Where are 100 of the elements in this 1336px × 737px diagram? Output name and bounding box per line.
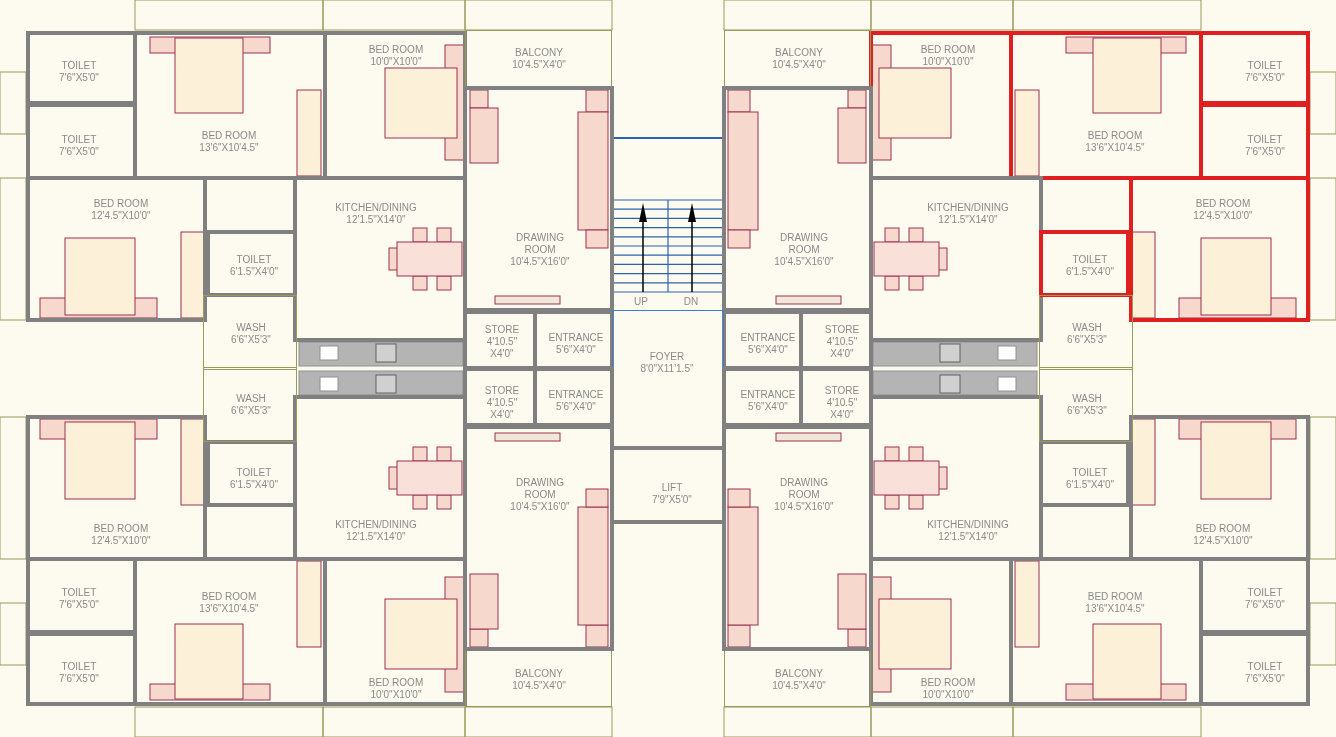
room-name: TOILET: [235, 467, 273, 479]
room-name: BALCONY: [774, 668, 824, 680]
room-dimensions: 10'4.5"X4'0": [772, 680, 826, 692]
room-name: DRAWING ROOM: [515, 477, 565, 501]
room-name: BALCONY: [514, 668, 564, 680]
room-dimensions: 10'4.5"X16'0": [773, 256, 835, 268]
room-name: KITCHEN/DINING: [927, 202, 1009, 214]
room-name: LIFT: [660, 482, 684, 494]
room-dimensions: 10'0"X10'0": [369, 689, 423, 701]
room-dimensions: 10'4.5"X4'0": [772, 59, 826, 71]
room-name: TOILET: [1246, 134, 1284, 146]
room: [203, 367, 297, 442]
room-name: BED ROOM: [368, 44, 424, 56]
room-dimensions: 4'10.5" X4'0": [825, 397, 859, 421]
room-dimensions: 10'4.5"X16'0": [773, 501, 835, 513]
room-name: TOILET: [60, 134, 98, 146]
room-name: WASH: [1071, 322, 1103, 334]
room-dimensions: 8'0"X11'1.5": [640, 363, 694, 375]
room-name: DRAWING ROOM: [515, 232, 565, 256]
room-name: BED ROOM: [1086, 130, 1144, 142]
room-name: TOILET: [60, 60, 98, 72]
room-name: BED ROOM: [920, 44, 976, 56]
room-dimensions: 12'4.5"X10'0": [1193, 535, 1253, 547]
room-dimensions: 7'6"X5'0": [1245, 673, 1285, 685]
room-name: BED ROOM: [368, 677, 424, 689]
room-dimensions: 5'6"X4'0": [747, 401, 789, 413]
room-name: STORE: [484, 385, 520, 397]
room-dimensions: 5'6"X4'0": [747, 344, 789, 356]
room-dimensions: 6'1.5"X4'0": [1065, 266, 1115, 278]
room-dimensions: 5'6"X4'0": [555, 401, 597, 413]
room-name: TOILET: [60, 661, 98, 673]
room-name: WASH: [1071, 393, 1103, 405]
room-name: BED ROOM: [1194, 198, 1252, 210]
stair-direction-label: UP: [634, 295, 648, 307]
room-dimensions: 7'6"X5'0": [59, 146, 99, 158]
room-dimensions: 12'4.5"X10'0": [1193, 210, 1253, 222]
room-dimensions: 4'10.5" X4'0": [825, 336, 859, 360]
room-name: ENTRANCE: [548, 332, 604, 344]
room-name: DRAWING ROOM: [779, 232, 829, 256]
stair-direction-label: DN: [683, 295, 699, 307]
room-name: KITCHEN/DINING: [335, 202, 417, 214]
room-name: BED ROOM: [1194, 523, 1252, 535]
room-dimensions: 13'6"X10'4.5": [1085, 142, 1145, 154]
room-dimensions: 6'6"X5'3": [231, 334, 271, 346]
room-name: FOYER: [648, 351, 686, 363]
room-name: TOILET: [1246, 60, 1284, 72]
room-dimensions: 4'10.5" X4'0": [485, 336, 519, 360]
room-dimensions: 10'4.5"X4'0": [512, 680, 566, 692]
room-name: STORE: [824, 324, 860, 336]
room-dimensions: 4'10.5" X4'0": [485, 397, 519, 421]
room-dimensions: 6'1.5"X4'0": [229, 266, 279, 278]
room-dimensions: 10'0"X10'0": [921, 689, 975, 701]
room-dimensions: 7'6"X5'0": [59, 599, 99, 611]
room-dimensions: 7'6"X5'0": [1245, 599, 1285, 611]
room: [1039, 295, 1133, 370]
room-dimensions: 6'1.5"X4'0": [229, 479, 279, 491]
room-name: TOILET: [1246, 661, 1284, 673]
room-name: BED ROOM: [92, 523, 150, 535]
room-dimensions: 6'1.5"X4'0": [1065, 479, 1115, 491]
room-name: ENTRANCE: [740, 332, 796, 344]
room-dimensions: 5'6"X4'0": [555, 344, 597, 356]
room-name: BALCONY: [774, 47, 824, 59]
room-dimensions: 12'1.5"X14'0": [345, 531, 407, 543]
room-dimensions: 10'4.5"X16'0": [509, 501, 571, 513]
room-dimensions: 12'4.5"X10'0": [91, 535, 151, 547]
room-dimensions: 7'6"X5'0": [59, 72, 99, 84]
room-dimensions: 6'6"X5'3": [1067, 334, 1107, 346]
room-name: STORE: [484, 324, 520, 336]
room-dimensions: 10'4.5"X16'0": [509, 256, 571, 268]
room-dimensions: 10'0"X10'0": [921, 56, 975, 68]
room-dimensions: 10'0"X10'0": [369, 56, 423, 68]
room-dimensions: 13'6"X10'4.5": [199, 603, 259, 615]
room-name: TOILET: [235, 254, 273, 266]
room-name: BALCONY: [514, 47, 564, 59]
room-name: TOILET: [60, 587, 98, 599]
room-name: STORE: [824, 385, 860, 397]
room: [1039, 230, 1130, 297]
room-dimensions: 12'4.5"X10'0": [91, 210, 151, 222]
room-dimensions: 7'9"X5'0": [652, 494, 692, 506]
room-name: TOILET: [1071, 254, 1109, 266]
room-name: BED ROOM: [92, 198, 150, 210]
room-name: TOILET: [1071, 467, 1109, 479]
room-name: KITCHEN/DINING: [927, 519, 1009, 531]
room: [1039, 367, 1133, 442]
room-name: BED ROOM: [200, 130, 258, 142]
room-name: WASH: [235, 322, 267, 334]
room-name: ENTRANCE: [740, 389, 796, 401]
room-dimensions: 13'6"X10'4.5": [1085, 603, 1145, 615]
room-dimensions: 7'6"X5'0": [1245, 72, 1285, 84]
room: [203, 295, 297, 370]
room-name: DRAWING ROOM: [779, 477, 829, 501]
room-name: BED ROOM: [1086, 591, 1144, 603]
room-name: TOILET: [1246, 587, 1284, 599]
room-dimensions: 6'6"X5'3": [231, 405, 271, 417]
room-dimensions: 12'1.5"X14'0": [937, 214, 999, 226]
room-dimensions: 7'6"X5'0": [59, 673, 99, 685]
room-dimensions: 13'6"X10'4.5": [199, 142, 259, 154]
room-name: ENTRANCE: [548, 389, 604, 401]
room-dimensions: 6'6"X5'3": [1067, 405, 1107, 417]
room-dimensions: 7'6"X5'0": [1245, 146, 1285, 158]
